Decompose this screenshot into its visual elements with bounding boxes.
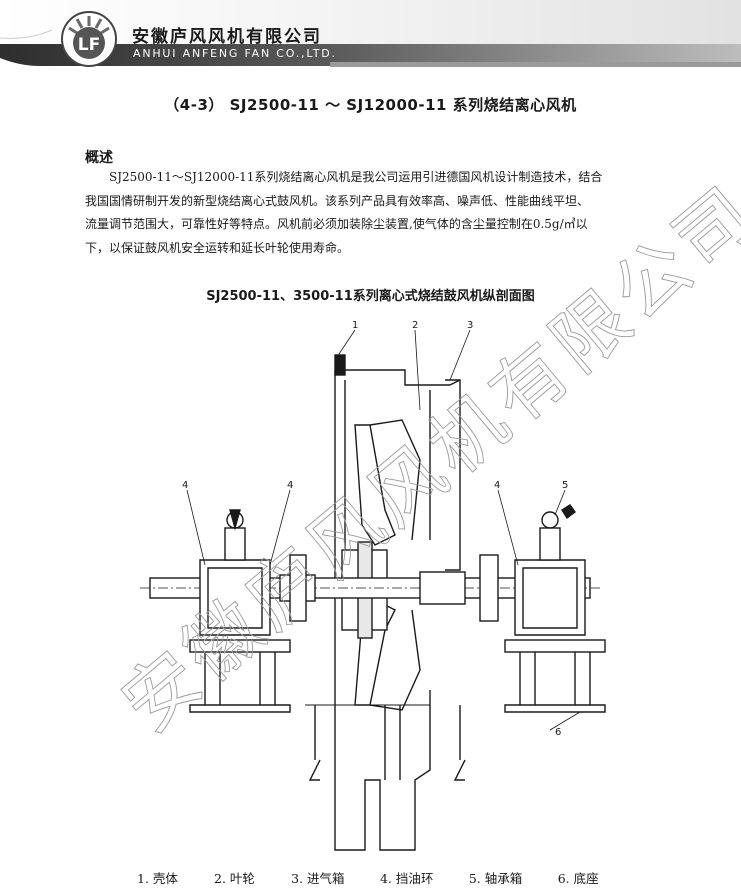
callout-5: 5 (562, 480, 568, 491)
overview-text: SJ2500-11～SJ12000-11系列烧结离心风机是我公司运用引进德国风机… (85, 166, 673, 260)
callout-6: 6 (555, 727, 561, 738)
company-name-en: ANHUI ANFENG FAN CO.,LTD. (133, 47, 337, 60)
legend-item: 3. 进气箱 (291, 871, 345, 886)
company-name-cn: 安徽庐风风机有限公司 (132, 27, 322, 47)
fan-section-drawing: 1 2 3 4 4 4 5 6 (140, 320, 606, 851)
legend-item: 2. 叶轮 (214, 871, 255, 886)
legend-item: 1. 壳体 (137, 871, 178, 886)
overview-heading: 概述 (85, 150, 113, 166)
callout-4-mid: 4 (287, 480, 293, 491)
overview-line: SJ2500-11～SJ12000-11系列烧结离心风机是我公司运用引进德国风机… (109, 170, 603, 184)
legend-item: 4. 挡油环 (379, 871, 434, 886)
callout-4-left: 4 (182, 480, 188, 491)
legend-item: 5. 轴承箱 (468, 871, 523, 886)
overview-line: 流量调节范围大，可靠性好等特点。风机前必须加装除尘装置,使气体的含尘量控制在0.… (85, 217, 588, 231)
casing-outline (334, 370, 431, 851)
drawing-lines (140, 329, 606, 851)
callout-4-right: 4 (494, 480, 500, 491)
overview-line: 下，以保证鼓风机安全运转和延长叶轮使用寿命。 (85, 240, 350, 255)
legend-item: 6. 底座 (557, 871, 599, 886)
section-title: （4-3） SJ2500-11 ～ SJ12000-11 系列烧结离心风机 (164, 96, 577, 114)
company-logo: LF (61, 11, 117, 67)
figure-title: SJ2500-11、3500-11系列离心式烧结鼓风机纵剖面图 (206, 289, 535, 304)
right-bearing-box (504, 504, 606, 713)
logo-text: LF (78, 35, 100, 55)
callout-3: 3 (467, 320, 473, 331)
left-bearing-box (189, 509, 291, 713)
callout-1: 1 (352, 320, 358, 331)
page-header: LF 安徽庐风风机有限公司 ANHUI ANFENG FAN CO.,LTD. (0, 0, 741, 70)
figure-legend: 1. 壳体 2. 叶轮 3. 进气箱 4. 挡油环 5. 轴承箱 6. 底座 (137, 868, 617, 887)
header-band (0, 0, 741, 67)
impeller-upper (354, 424, 396, 546)
inlet-box (445, 379, 461, 571)
overview-line: 我国国情研制开发的新型烧结离心式鼓风机。该系列产品具有效率高、噪声低、性能曲线平… (85, 193, 590, 208)
callout-2: 2 (412, 320, 418, 331)
